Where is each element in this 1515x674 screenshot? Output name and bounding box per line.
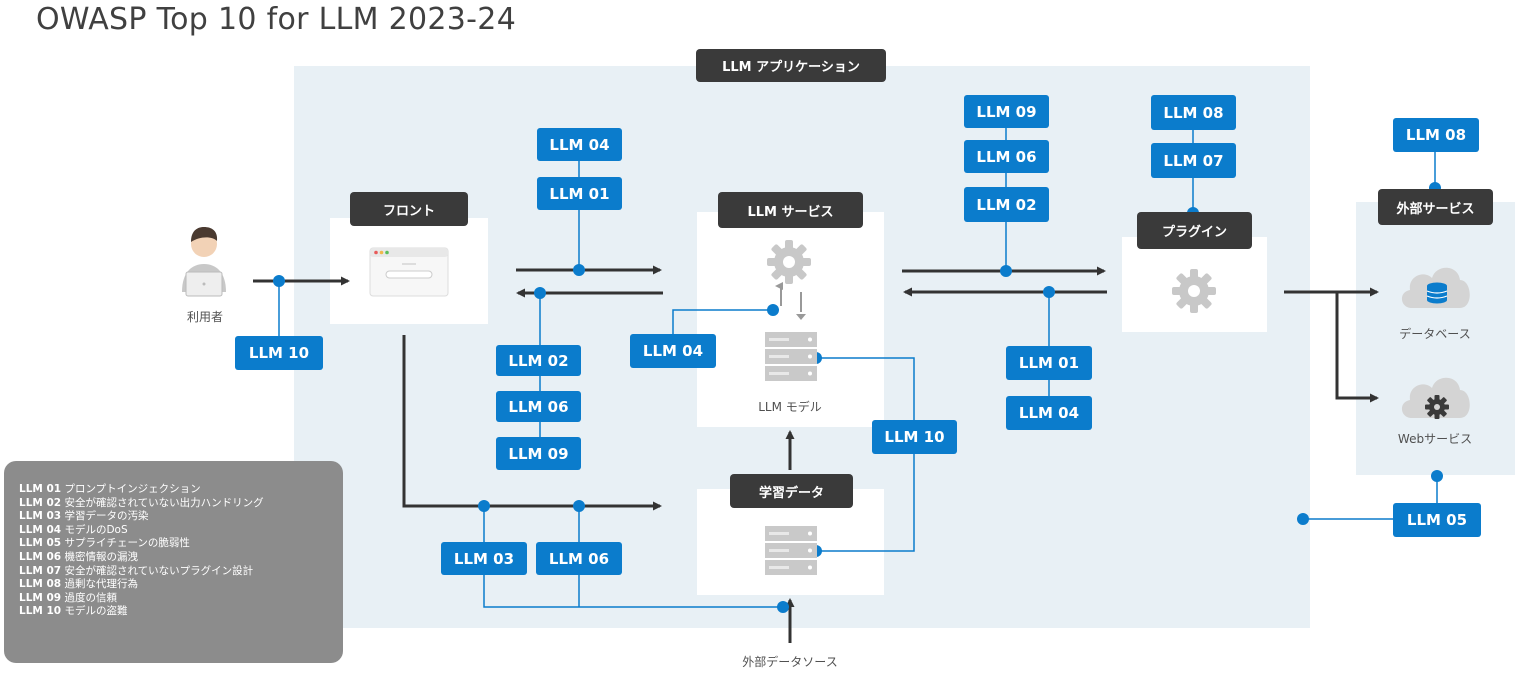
legend-text: 安全が確認されていないプラグイン設計	[64, 564, 254, 577]
tag-return-llm01: LLM 01	[1006, 346, 1092, 380]
legend-code: LLM 09	[19, 591, 62, 604]
web-service-label: Webサービス	[1397, 432, 1473, 446]
legend-text: モデルのDoS	[64, 523, 128, 536]
server-icon	[765, 332, 817, 381]
tag-front-llm04: LLM 04	[537, 128, 622, 161]
tag-front-llm01: LLM 01	[537, 177, 622, 210]
legend-item: LLM 04 モデルのDoS	[19, 524, 264, 538]
server-icon	[765, 526, 817, 575]
legend-text: 学習データの汚染	[64, 510, 149, 523]
legend-text: 安全が確認されていない出力ハンドリング	[64, 496, 264, 509]
legend-item: LLM 01 プロンプトインジェクション	[19, 483, 264, 497]
web-service-cloud-icon	[1401, 377, 1470, 419]
user-label: 利用者	[186, 310, 223, 324]
user-icon	[182, 227, 226, 297]
legend-item: LLM 09 過度の信頼	[19, 592, 264, 606]
legend-code: LLM 01	[19, 483, 62, 495]
header-training-data: 学習データ	[730, 474, 853, 508]
llm-model-label: LLM モデル	[758, 400, 822, 414]
legend-code: LLM 07	[19, 564, 62, 577]
tag-service-llm06: LLM 06	[964, 140, 1049, 173]
legend-item: LLM 07 安全が確認されていないプラグイン設計	[19, 565, 264, 579]
database-cloud-icon	[1401, 267, 1470, 308]
legend-item: LLM 05 サプライチェーンの脆弱性	[19, 537, 264, 551]
external-services-region	[1356, 202, 1515, 475]
legend-item: LLM 06 機密情報の漏洩	[19, 551, 264, 565]
header-front: フロント	[350, 192, 468, 226]
tag-user-llm10: LLM 10	[235, 336, 323, 370]
tag-training-llm06: LLM 06	[536, 542, 622, 575]
legend-code: LLM 08	[19, 578, 62, 591]
tag-model-llm10: LLM 10	[872, 420, 957, 454]
tag-service-llm02: LLM 02	[964, 187, 1049, 222]
database-label: データベース	[1399, 327, 1471, 341]
legend-code: LLM 03	[19, 510, 62, 523]
legend-item: LLM 08 過剰な代理行為	[19, 578, 264, 592]
legend-text: 過度の信頼	[64, 591, 117, 604]
tag-external-llm08: LLM 08	[1393, 118, 1479, 152]
tag-plugin-llm08: LLM 08	[1151, 95, 1236, 130]
tag-service-llm09: LLM 09	[964, 95, 1049, 128]
legend-text: 過剰な代理行為	[64, 578, 138, 591]
legend-code: LLM 04	[19, 523, 62, 536]
external-data-source-label: 外部データソース	[742, 655, 838, 669]
legend-text: サプライチェーンの脆弱性	[64, 537, 190, 550]
tag-training-llm03: LLM 03	[441, 542, 527, 575]
header-external-services: 外部サービス	[1378, 189, 1493, 225]
tag-return-llm04: LLM 04	[1006, 396, 1092, 430]
page-title: OWASP Top 10 for LLM 2023-24	[36, 2, 517, 37]
legend-code: LLM 06	[19, 550, 62, 563]
header-plugin: プラグイン	[1137, 212, 1252, 249]
tag-plugin-llm07: LLM 07	[1151, 143, 1236, 178]
browser-icon	[369, 247, 449, 297]
tag-back-llm06: LLM 06	[496, 391, 581, 422]
legend-text: 機密情報の漏洩	[64, 550, 138, 563]
header-llm-service: LLM サービス	[718, 192, 863, 228]
legend-text: プロンプトインジェクション	[64, 483, 201, 495]
tag-external-llm05: LLM 05	[1393, 503, 1481, 537]
legend-item: LLM 02 安全が確認されていない出力ハンドリング	[19, 497, 264, 511]
legend-item: LLM 03 学習データの汚染	[19, 510, 264, 524]
legend-text: モデルの盗難	[64, 605, 128, 618]
gear-icon	[1172, 269, 1216, 313]
legend-code: LLM 02	[19, 496, 62, 509]
gear-icon	[767, 240, 811, 284]
tag-model-llm04: LLM 04	[630, 334, 716, 368]
header-llm-application: LLM アプリケーション	[696, 49, 886, 82]
tag-back-llm09: LLM 09	[496, 437, 581, 470]
tag-back-llm02: LLM 02	[496, 345, 581, 376]
legend-item: LLM 10 モデルの盗難	[19, 605, 264, 619]
legend-code: LLM 05	[19, 537, 62, 550]
legend-code: LLM 10	[19, 605, 62, 618]
